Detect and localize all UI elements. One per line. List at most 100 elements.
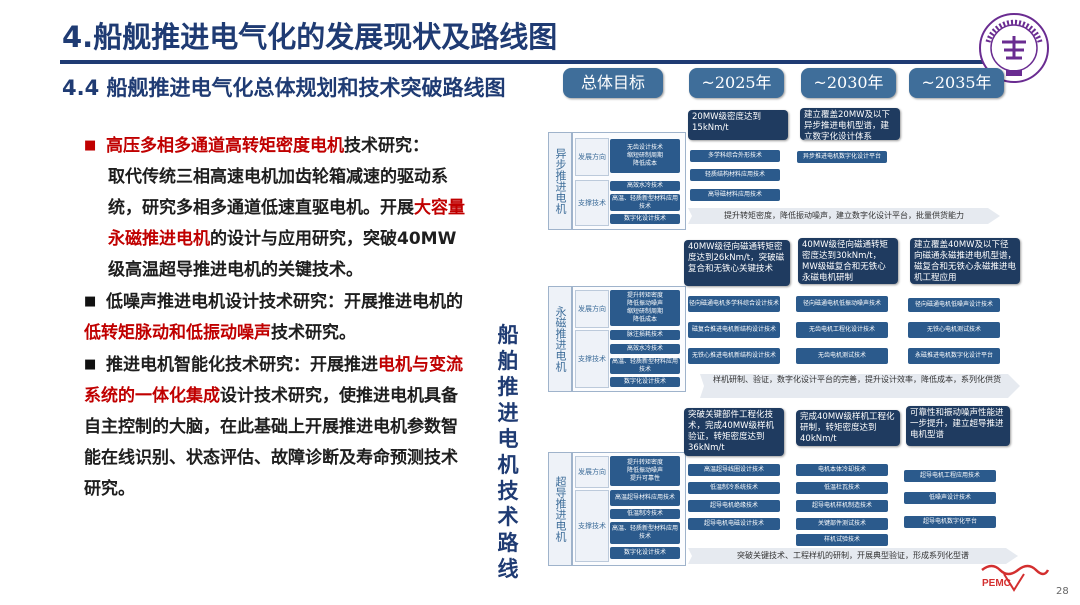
- tech-chip: 超导电机绝缘技术: [688, 500, 780, 512]
- bullet-1-highlight: 高压多相多通道高转矩密度电机: [106, 136, 344, 156]
- sub-label-support: 支撑技术: [575, 180, 609, 226]
- tech-chip: 轻质结构材料应用技术: [690, 169, 780, 181]
- bullet-1-highlight-2: 大容量永磁推进电机: [108, 198, 465, 249]
- chip-text: 缩短研制周期: [626, 152, 663, 159]
- tech-chip: 低温制冷系统技术: [688, 482, 780, 494]
- tech-chip: 超导电机样机制造技术: [796, 500, 888, 512]
- goal-2025-pm: 40MW级径向磁通转矩密度达到26kNm/t，突破磁复合和无铁心关键技术: [684, 240, 790, 286]
- chip-text: 降低成本: [632, 160, 657, 167]
- support-chip: 高温超导材料应用技术: [610, 490, 680, 506]
- bullet-3-tail: 设计技术研究，使推进电机具备自主控制的大脑，在此基础上开展推进电机参数智能在线识…: [84, 386, 458, 499]
- pemc-logo: PEMC: [981, 564, 1050, 592]
- support-chip: 高温、轻质新型材料应用技术: [610, 358, 680, 374]
- bullet-square-icon: ■: [84, 294, 97, 309]
- sub-label-direction: 发展方向: [575, 138, 609, 176]
- bullet-2: ■ 低噪声推进电机设计技术研究：开展推进电机的低转矩脉动和低振动噪声技术研究。: [84, 286, 470, 349]
- goal-2035-sc: 可靠性和振动噪声性能进一步提升，建立超导推进电机型谱: [906, 406, 1010, 446]
- tech-chip: 径向磁通电机多学科综合设计技术: [688, 296, 780, 312]
- bullet-1: ■ 高压多相多通道高转矩密度电机技术研究：: [84, 130, 470, 162]
- support-chip: 高温、轻质新型材料应用技术: [610, 194, 680, 211]
- sub-label-direction: 发展方向: [575, 290, 609, 328]
- bullet-3-head: 推进电机智能化技术研究：开展推进: [106, 355, 378, 375]
- support-chip: 数字化设计技术: [610, 547, 680, 559]
- tech-chip: 高温超导线圈设计技术: [688, 464, 780, 476]
- tech-chip: 多学科综合外形技术: [690, 150, 780, 162]
- section-subtitle: 4.4 船舰推进电气化总体规划和技术突破路线图: [62, 76, 506, 100]
- tech-chip: 高导磁材料应用技术: [690, 189, 780, 201]
- header-2030: ~2030年: [801, 68, 896, 98]
- goal-2030-pm: 40MW级径向磁通转矩密度达到30kNm/t，MW级磁复合和无铁心永磁电机研制: [798, 238, 898, 284]
- bullet-1-detail: 取代传统三相高速电机加齿轮箱减速的驱动系统，研究多相多通道低速直驱电机。开展大容…: [84, 162, 470, 286]
- tech-chip: 磁复合推进电机新结构设计技术: [688, 322, 780, 338]
- tech-chip: 无齿电机测试技术: [796, 348, 888, 364]
- support-chip: 低温制冷技术: [610, 509, 680, 519]
- chip-text: 缩短研制周期: [626, 308, 663, 315]
- chip-text: 降低成本: [632, 316, 657, 323]
- section-label-pm: 永磁推进电机: [548, 286, 572, 392]
- tech-chip: 关键部件测试技术: [796, 518, 888, 530]
- bullet-square-icon: ■: [84, 138, 97, 153]
- direction-chips: 提升转矩密度 降低振动噪声 提升可靠性: [610, 456, 680, 486]
- chip-text: 提升转矩密度: [626, 292, 663, 299]
- progress-arrow-async: 提升转矩密度，降低振动噪声，建立数字化设计平台，批量供货能力: [688, 208, 1000, 224]
- direction-chips: 无齿设计技术 缩短研制周期 降低成本: [610, 139, 680, 173]
- tech-chip: 径向磁通电机低噪声设计技术: [908, 298, 1000, 312]
- roadmap-vertical-title: 船舶推进电机技术路线: [497, 323, 519, 581]
- page-title: 4.船舰推进电气化的发展现状及路线图: [62, 20, 558, 54]
- tech-chip: 超导电机电磁设计技术: [688, 518, 780, 530]
- tech-chip: 径向磁通电机低振动噪声技术: [796, 296, 888, 312]
- bullet-1-tail: 技术研究：: [344, 136, 429, 156]
- goal-2025-async: 20MW级密度达到15kNm/t: [688, 110, 788, 140]
- sub-label-support: 支撑技术: [575, 330, 609, 388]
- goal-2030-sc: 完成40MW级样机工程化研制，转矩密度达到40kNm/t: [796, 410, 900, 446]
- bullet-2-tail: 技术研究。: [271, 323, 356, 343]
- bullet-2-highlight: 低转矩脉动和低振动噪声: [84, 323, 271, 343]
- tech-chip: 无铁心推进电机新结构设计技术: [688, 348, 780, 364]
- progress-arrow-sc: 突破关键技术、工程样机的研制，开展典型验证，形成系列化型谱: [688, 548, 1018, 564]
- support-chip: 高温、轻质新型材料应用技术: [610, 522, 680, 544]
- progress-arrow-pm: 样机研制、验证，数字化设计平台的完善，提升设计效率，降低成本，系列化供货: [700, 374, 1020, 398]
- goal-2035-pm: 建立覆盖40MW及以下径向磁通永磁推进电机型谱，磁复合和无铁心永磁推进电机工程应…: [910, 238, 1020, 284]
- chip-text: 提升可靠性: [629, 475, 660, 482]
- tech-chip: 超导电机数字化平台: [904, 516, 996, 528]
- bullet-2-head: 低噪声推进电机设计技术研究：开展推进电机的: [106, 292, 463, 312]
- sub-label-direction: 发展方向: [575, 456, 609, 488]
- chip-text: 提升转矩密度: [626, 459, 663, 466]
- goal-2025-sc: 突破关键部件工程化技术，完成40MW级样机验证，转矩密度达到36kNm/t: [684, 408, 784, 456]
- pemc-brand-text: PEMC: [982, 578, 1011, 589]
- title-divider: [60, 60, 1000, 64]
- goal-2030-async: 建立覆盖20MW及以下异步推进电机型谱，建立数字化设计体系: [800, 108, 900, 140]
- page-number: 28: [1056, 586, 1069, 597]
- tech-chip: 永磁推进电机数字化设计平台: [908, 348, 1000, 364]
- tech-chip: 低噪声设计技术: [904, 492, 996, 504]
- tech-chip: 超导电机工程应用技术: [904, 470, 996, 482]
- section-label-async: 异步推进电机: [548, 132, 572, 230]
- support-chip: 高效水冷技术: [610, 181, 680, 191]
- chip-text: 降低振动噪声: [626, 467, 663, 474]
- bullet-3-highlight: 电机与变流系统的一体化集成: [84, 355, 463, 406]
- chip-text: 无齿设计技术: [626, 144, 663, 151]
- tech-chip: 无铁心电机测试技术: [908, 322, 1000, 338]
- header-2035: ~2035年: [909, 68, 1004, 98]
- tech-chip: 异步推进电机数字化设计平台: [797, 151, 887, 163]
- bullet-square-icon: ■: [84, 357, 97, 372]
- support-chip: 脉注损耗技术: [610, 330, 680, 340]
- tech-chip: 电机本体冷却技术: [796, 464, 888, 476]
- chip-text: 降低振动噪声: [626, 300, 663, 307]
- university-seal-logo: [979, 13, 1049, 83]
- research-content-text: ■ 高压多相多通道高转矩密度电机技术研究： 取代传统三相高速电机加齿轮箱减速的驱动…: [84, 130, 470, 505]
- header-2025: ~2025年: [689, 68, 784, 98]
- support-chip: 高效水冷技术: [610, 344, 680, 354]
- tech-chip: 无齿电机工程化设计技术: [796, 322, 888, 338]
- sub-label-support: 支撑技术: [575, 490, 609, 562]
- tech-chip: 低温杜瓦技术: [796, 482, 888, 494]
- bullet-3: ■ 推进电机智能化技术研究：开展推进电机与变流系统的一体化集成设计技术研究，使推进…: [84, 349, 470, 505]
- bullet-1-detail-text-2: 的设计与应用研究，突破40MW级高温超导推进电机的关键技术。: [108, 229, 457, 280]
- bullet-1-detail-text: 取代传统三相高速电机加齿轮箱减速的驱动系统，研究多相多通道低速直驱电机。开展: [108, 167, 448, 218]
- support-chip: 数字化设计技术: [610, 377, 680, 387]
- tech-chip: 样机试验技术: [796, 534, 888, 546]
- section-label-sc: 超导推进电机: [548, 452, 572, 566]
- direction-chips: 提升转矩密度 降低振动噪声 缩短研制周期 降低成本: [610, 290, 680, 326]
- header-overall-goal: 总体目标: [563, 68, 663, 98]
- support-chip: 数字化设计技术: [610, 214, 680, 224]
